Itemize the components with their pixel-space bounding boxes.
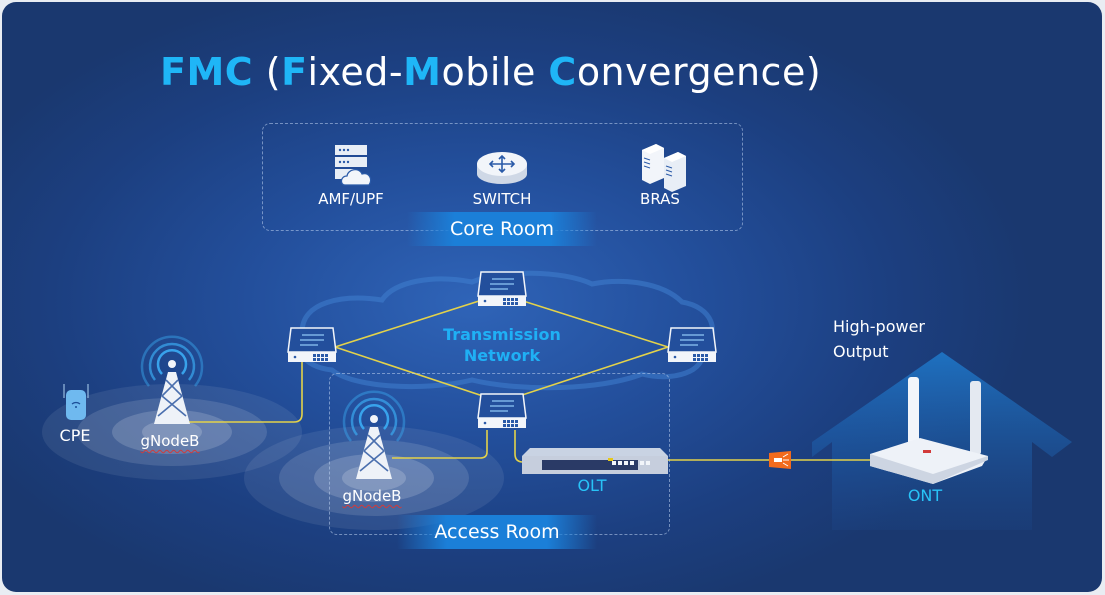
gnodeb-label-1: gNodeB	[140, 432, 200, 450]
title-part: M	[403, 50, 442, 94]
cpe-label: CPE	[59, 426, 91, 445]
transmission-switch-top	[477, 271, 527, 307]
server-tower-icon	[642, 144, 686, 192]
transmission-cloud	[295, 270, 715, 391]
title-part: obile	[441, 50, 549, 94]
transmission-network-label: Transmission Network	[437, 324, 567, 366]
high-power-line1: High-power	[833, 317, 925, 336]
router-icon	[477, 152, 527, 184]
high-power-line2: Output	[833, 342, 889, 361]
gnodeb-label-2: gNodeB	[342, 487, 402, 505]
server-cloud-icon	[335, 145, 372, 186]
ont-label: ONT	[907, 486, 943, 505]
cpe-device-icon	[63, 384, 89, 420]
access-room-box	[329, 373, 670, 535]
transmission-switch-left	[287, 327, 337, 363]
switch-label: SWITCH	[472, 190, 532, 208]
access-room-label: Access Room	[397, 515, 597, 549]
title-part: C	[548, 50, 577, 94]
olt-label: OLT	[577, 476, 607, 495]
coverage-area-1	[42, 384, 302, 480]
title-part: ixed-	[307, 50, 404, 94]
olt-device-icon	[522, 448, 668, 474]
transmission-line2: Network	[463, 346, 541, 365]
fiber-connector-icon	[769, 451, 791, 469]
amf-upf-label: AMF/UPF	[318, 190, 384, 208]
title-part: F	[281, 50, 308, 94]
transmission-line1: Transmission	[443, 325, 561, 344]
title-part: (	[253, 50, 282, 94]
transmission-switch-right	[667, 327, 717, 363]
core-room-label: Core Room	[407, 212, 597, 246]
title-part: FMC	[160, 50, 254, 94]
title-part: onvergence)	[576, 50, 822, 94]
bras-label: BRAS	[640, 190, 680, 208]
high-power-output-label: High-power Output	[833, 314, 925, 364]
page-title: FMC (Fixed-Mobile Convergence)	[160, 50, 821, 94]
house-icon	[812, 352, 1072, 530]
ont-router-icon	[870, 377, 988, 484]
